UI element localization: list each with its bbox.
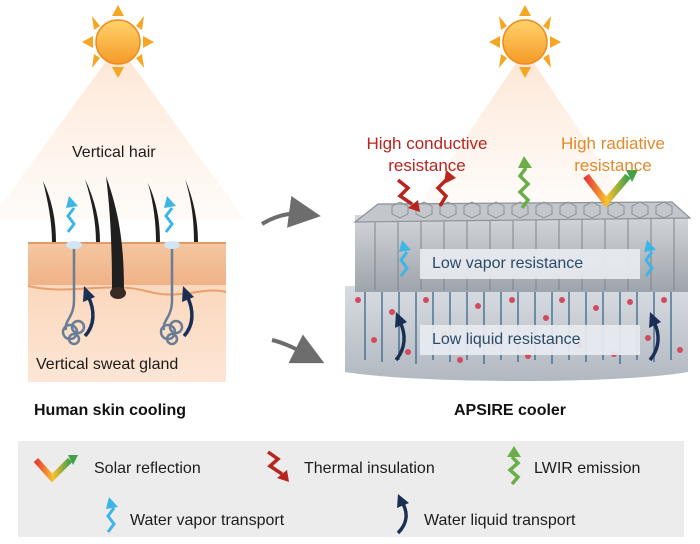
hair-follicle [110, 287, 126, 299]
vapor-arrow-icon [164, 196, 176, 233]
legend-box [18, 441, 684, 537]
vapor-arrow-icon [66, 196, 78, 233]
low-liquid-resistance-label: Low liquid resistance [432, 331, 581, 348]
liquid-arrow-icon [83, 286, 95, 338]
thermal-insulation-arrow-icon [396, 178, 420, 212]
vapor-arrow-icon [399, 240, 411, 277]
vapor-arrow-icon [644, 240, 656, 277]
radiative-resistance-label: High radiative resistance [561, 134, 665, 175]
solar-reflection-arrow-icon [33, 455, 78, 483]
liquid-label-bar [420, 325, 640, 355]
apsire-cooler-caption: APSIRE cooler [454, 402, 567, 419]
transition-arrow-bottom [271, 334, 325, 364]
sweat-pore-right [164, 241, 180, 249]
solar-reflection-arrow-icon [583, 170, 638, 208]
liquid-arrow-icon [182, 286, 194, 338]
lwir-emission-arrow-icon [517, 156, 532, 210]
legend-thermal-insulation: Thermal insulation [304, 460, 435, 477]
vapor-label-bar [420, 249, 640, 279]
legend-water-liquid-transport: Water liquid transport [424, 512, 576, 529]
sweat-gland-left [61, 244, 86, 346]
sun-icon-right [489, 5, 561, 78]
lwir-emission-arrow-icon [507, 446, 521, 486]
sunlight-beam-right [420, 50, 630, 205]
transition-arrow-top [260, 196, 321, 228]
liquid-arrow-icon [394, 312, 407, 362]
sunlight-beam-left [0, 45, 245, 220]
skin-cross-section [27, 242, 227, 382]
sweat-gland-right [159, 244, 184, 346]
sweat-pore-left [66, 241, 82, 249]
legend-lwir-emission: LWIR emission [534, 460, 641, 477]
liquid-arrow-icon [648, 312, 661, 362]
low-vapor-resistance-label: Low vapor resistance [432, 255, 584, 272]
conductive-resistance-label: High conductive resistance [366, 134, 488, 175]
thermal-insulation-arrow-icon [435, 170, 456, 207]
legend-solar-reflection: Solar reflection [94, 460, 201, 477]
hair-strands [43, 176, 198, 290]
vertical-hair-label: Vertical hair [72, 144, 156, 161]
human-skin-caption: Human skin cooling [34, 402, 187, 419]
vapor-arrow-icon [106, 497, 118, 533]
vertical-sweat-gland-label: Vertical sweat gland [36, 356, 179, 373]
sun-icon-left [82, 5, 154, 78]
thermal-insulation-arrow-icon [266, 450, 289, 482]
liquid-arrow-icon [396, 494, 409, 535]
legend-water-vapor-transport: Water vapor transport [130, 512, 285, 529]
